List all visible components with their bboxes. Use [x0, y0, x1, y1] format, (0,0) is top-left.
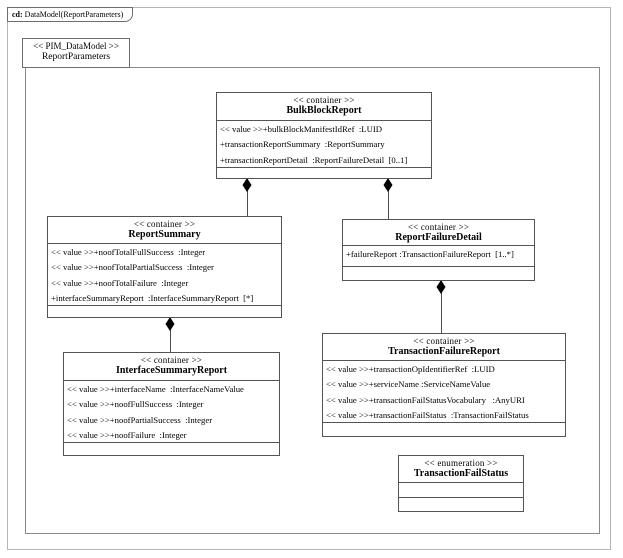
package-name: ReportParameters	[41, 52, 111, 62]
empty-compartment	[48, 306, 281, 317]
class-box-transactionfailurereport: << container >> TransactionFailureReport…	[322, 333, 566, 437]
attribute-row: +transactionReportSummary :ReportSummary	[220, 139, 385, 150]
class-name: ReportSummary	[128, 229, 201, 240]
composition-connector-bulkblockreport-reportfailuredetail	[383, 178, 393, 219]
attribute-compartment: << value >>+interfaceName :InterfaceName…	[64, 381, 279, 443]
enumeration-box-transactionfailstatus: << enumeration >> TransactionFailStatus	[398, 455, 524, 512]
empty-compartment	[399, 483, 523, 497]
attribute-row: +failureReport :TransactionFailureReport…	[346, 249, 514, 259]
attribute-row: << value >>+interfaceName :InterfaceName…	[67, 384, 244, 394]
empty-compartment	[64, 443, 279, 455]
class-stereotype: << container >>	[407, 222, 470, 232]
class-stereotype: << container >>	[140, 355, 203, 365]
class-stereotype: << container >>	[293, 95, 355, 105]
attribute-compartment: +failureReport :TransactionFailureReport…	[343, 246, 534, 267]
attribute-row: << value >>+noofFailure :Integer	[67, 430, 187, 441]
package-header: << PIM_DataModel >> ReportParameters	[22, 38, 130, 68]
class-header: << container >> ReportFailureDetail	[343, 220, 534, 246]
composition-connector-reportfailuredetail-transactionfailurereport	[436, 280, 446, 333]
composition-diamond-icon	[436, 280, 446, 294]
connector-line	[440, 280, 442, 333]
attribute-row: << value >>+noofFullSuccess :Integer	[67, 399, 204, 410]
composition-connector-bulkblockreport-reportsummary	[242, 178, 252, 216]
class-name: InterfaceSummaryReport	[115, 365, 228, 376]
class-name: ReportFailureDetail	[395, 232, 482, 243]
attribute-row: << value >>+bulkBlockManifestIdRef :LUID	[220, 124, 383, 134]
diagram-tab-keyword: cd:	[12, 10, 23, 19]
empty-compartment	[343, 267, 534, 280]
package-stereotype: << PIM_DataModel >>	[33, 41, 119, 51]
attribute-row: << value >>+serviceName :ServiceNameValu…	[326, 379, 491, 390]
attribute-row: << value >>+noofTotalPartialSuccess :Int…	[51, 262, 214, 273]
class-name: TransactionFailureReport	[388, 346, 500, 357]
connector-line	[169, 317, 171, 352]
class-name: TransactionFailStatus	[413, 468, 509, 479]
connector-line	[387, 178, 389, 219]
composition-connector-reportsummary-interfacesummaryreport	[165, 317, 175, 352]
empty-compartment	[323, 423, 565, 436]
empty-compartment	[399, 497, 523, 511]
attribute-row: << value >>+transactionOpIdentifierRef :…	[326, 364, 495, 374]
class-stereotype: << container >>	[133, 219, 196, 229]
attribute-row: << value >>+noofTotalFullSuccess :Intege…	[51, 247, 206, 257]
class-header: << enumeration >> TransactionFailStatus	[399, 456, 523, 483]
class-box-reportfailuredetail: << container >> ReportFailureDetail +fai…	[342, 219, 535, 281]
class-box-bulkblockreport: << container >> BulkBlockReport << value…	[216, 92, 432, 179]
class-box-interfacesummaryreport: << container >> InterfaceSummaryReport <…	[63, 352, 280, 456]
attribute-row: << value >>+transactionFailStatusVocabul…	[326, 394, 525, 405]
attribute-compartment: << value >>+bulkBlockManifestIdRef :LUID…	[217, 121, 431, 168]
attribute-row: << value >>+transactionFailStatus :Trans…	[326, 410, 529, 421]
class-box-reportsummary: << container >> ReportSummary << value >…	[47, 216, 282, 318]
empty-compartment	[217, 168, 431, 178]
class-header: << container >> InterfaceSummaryReport	[64, 353, 279, 381]
composition-diamond-icon	[165, 317, 175, 331]
composition-diamond-icon	[383, 178, 393, 192]
class-header: << container >> BulkBlockReport	[217, 93, 431, 121]
diagram-tab-title: DataModel(ReportParameters)	[22, 10, 124, 19]
attribute-compartment: << value >>+transactionOpIdentifierRef :…	[323, 361, 565, 423]
attribute-row: +interfaceSummaryReport :InterfaceSummar…	[51, 293, 254, 304]
class-header: << container >> TransactionFailureReport	[323, 334, 565, 361]
attribute-compartment: << value >>+noofTotalFullSuccess :Intege…	[48, 244, 281, 306]
composition-diamond-icon	[242, 178, 252, 192]
connector-line	[246, 178, 248, 216]
class-header: << container >> ReportSummary	[48, 217, 281, 244]
class-stereotype: << enumeration >>	[424, 458, 498, 468]
class-stereotype: << container >>	[413, 336, 475, 346]
attribute-row: << value >>+noofPartialSuccess :Integer	[67, 414, 213, 425]
class-name: BulkBlockReport	[286, 105, 362, 116]
attribute-row: +transactionReportDetail :ReportFailureD…	[220, 154, 408, 165]
attribute-row: << value >>+noofTotalFailure :Integer	[51, 277, 189, 288]
diagram-tab: cd: DataModel(ReportParameters)	[7, 7, 133, 22]
